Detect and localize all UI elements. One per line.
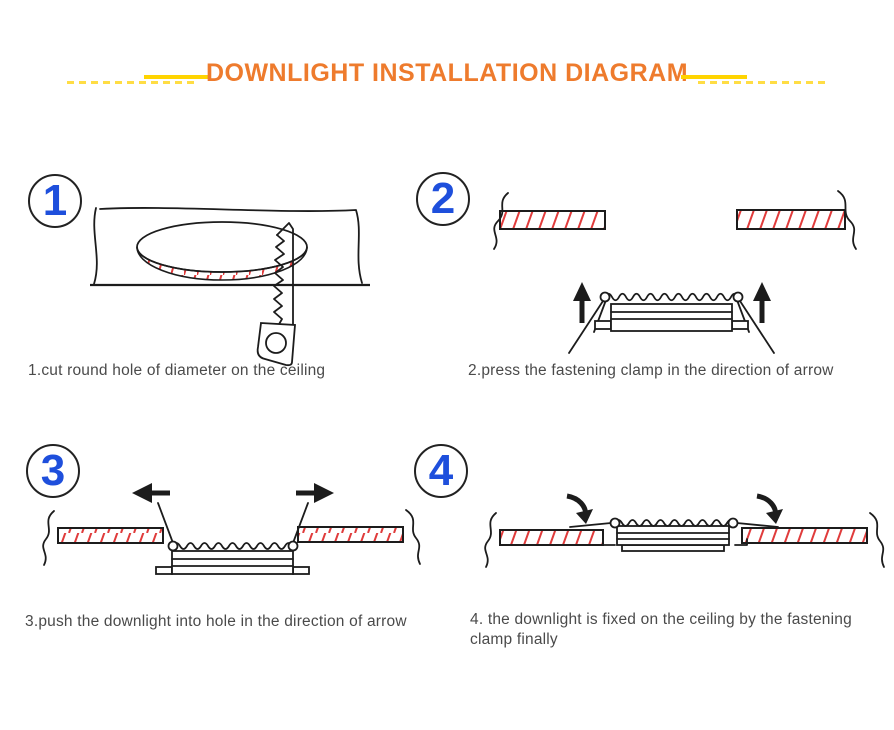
step-3-number: 3 <box>40 446 66 495</box>
step-4-number-badge: 4 <box>414 444 468 498</box>
up-arrow-icon-left <box>573 282 591 323</box>
step-3-number-badge: 3 <box>26 444 80 498</box>
step-3-caption: 3.push the downlight into hole in the di… <box>25 613 407 630</box>
step-1-number: 1 <box>42 176 68 225</box>
title-decoration-right-dashed-line <box>698 81 828 84</box>
curved-down-arrow-icon-right <box>756 493 783 524</box>
ceiling-section-right <box>297 509 421 565</box>
step-2-number: 2 <box>430 174 456 223</box>
step-1-caption: 1.cut round hole of diameter on the ceil… <box>28 362 326 379</box>
title-decoration-right-solid-line <box>681 75 747 79</box>
step-1-diagram <box>90 207 370 367</box>
ceiling-panel <box>90 207 370 287</box>
up-arrow-icon-right <box>753 282 771 323</box>
step-4-caption: 4. the downlight is fixed on the ceiling… <box>470 611 852 649</box>
ceiling-section-left <box>484 512 616 568</box>
downlight-body <box>155 502 310 575</box>
ceiling-section-left <box>42 510 164 566</box>
step-2-number-badge: 2 <box>416 172 470 226</box>
title-decoration-left-dashed-line <box>67 81 195 84</box>
downlight-body <box>568 291 775 354</box>
saw-icon <box>256 222 296 367</box>
page-title: DOWNLIGHT INSTALLATION DIAGRAM <box>205 59 689 87</box>
title-decoration-left-solid-line <box>144 75 211 79</box>
step-4-diagram <box>484 493 885 568</box>
ceiling-section-right <box>736 190 857 250</box>
step-1-number-badge: 1 <box>28 174 82 228</box>
curved-down-arrow-icon-left <box>566 493 593 524</box>
ceiling-section-right <box>734 512 885 568</box>
right-arrow-icon <box>296 483 334 503</box>
left-arrow-icon <box>132 483 170 503</box>
step-2-caption: 2.press the fastening clamp in the direc… <box>468 362 834 379</box>
downlight-body <box>569 517 779 552</box>
step-3-diagram <box>42 483 421 575</box>
ceiling-section-left <box>493 192 606 250</box>
step-2-diagram <box>493 190 857 354</box>
step-4-number: 4 <box>428 446 454 495</box>
round-hole-cutout <box>136 221 308 281</box>
